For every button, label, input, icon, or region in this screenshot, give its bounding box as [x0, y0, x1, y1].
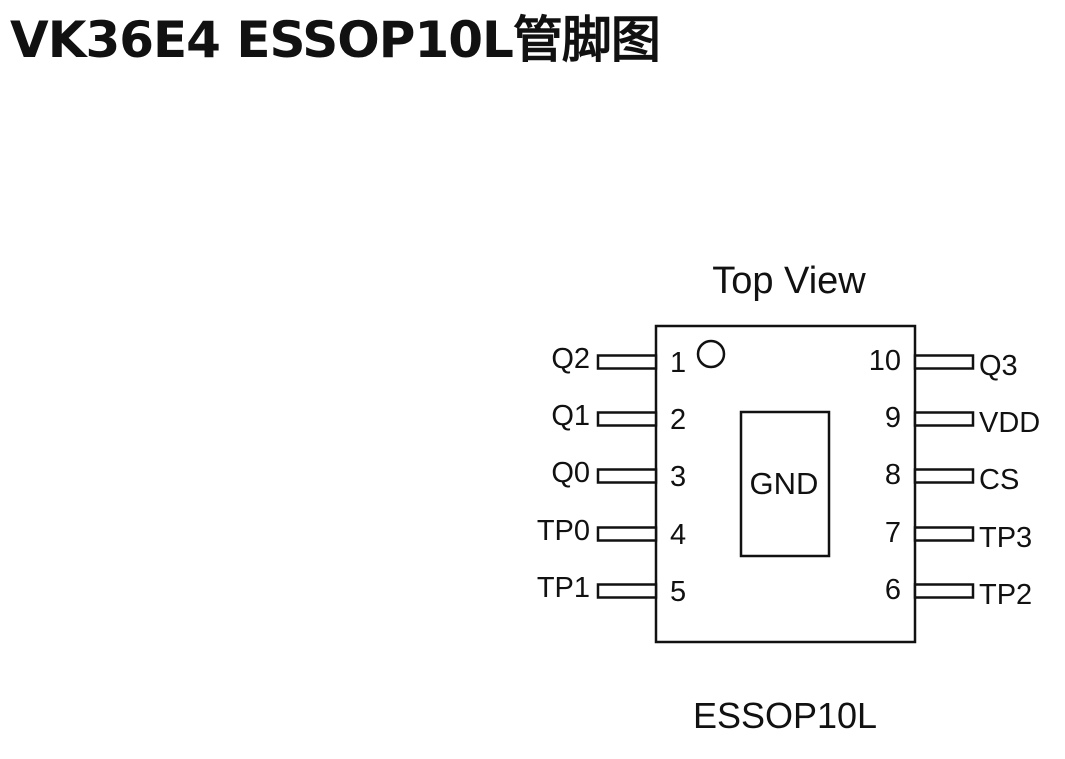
pin-number: 7: [885, 517, 901, 549]
ground-pad-label: GND: [750, 466, 819, 501]
ground-pad: [739, 410, 831, 558]
package-label: ESSOP10L: [693, 695, 877, 736]
pin-name: Q0: [551, 457, 590, 489]
pin-number: 5: [670, 576, 686, 608]
pins-layer: 1 Q2 2 Q1 3 Q0 4 TP0 5 TP1 10 Q3 9 VDD 8 CS 7 TP3 6 TP2: [537, 343, 1040, 611]
pin-name: Q1: [551, 400, 590, 432]
pin-lead-right: [913, 468, 975, 484]
top-view-label: Top View: [712, 260, 866, 302]
pin-name: TP1: [537, 572, 590, 604]
pin-lead-left: [596, 583, 658, 599]
pin-name: TP0: [537, 515, 590, 547]
pin-number: 6: [885, 574, 901, 606]
pin-number: 8: [885, 459, 901, 491]
pin1-indicator: [696, 339, 726, 369]
pin-number: 4: [670, 519, 686, 551]
pin-lead-right: [913, 354, 975, 370]
pin-lead-left: [596, 411, 658, 427]
pin-number: 2: [670, 404, 686, 436]
pin-lead-right: [913, 411, 975, 427]
pin-lead-right: [913, 526, 975, 542]
pin-name: CS: [979, 464, 1019, 496]
pin-lead-right: [913, 583, 975, 599]
pin-name: Q2: [551, 343, 590, 375]
pin-name: TP2: [979, 579, 1032, 611]
pin-lead-left: [596, 526, 658, 542]
pin-number: 10: [869, 345, 901, 377]
pin-number: 9: [885, 402, 901, 434]
chip-body: [654, 324, 917, 644]
pin-name: TP3: [979, 522, 1032, 554]
pin-name: VDD: [979, 407, 1040, 439]
pin-number: 3: [670, 461, 686, 493]
pin-number: 1: [670, 347, 686, 379]
pin-lead-left: [596, 354, 658, 370]
pin-lead-left: [596, 468, 658, 484]
pin-name: Q3: [979, 350, 1018, 382]
page-title: VK36E4 ESSOP10L管脚图: [10, 11, 661, 69]
